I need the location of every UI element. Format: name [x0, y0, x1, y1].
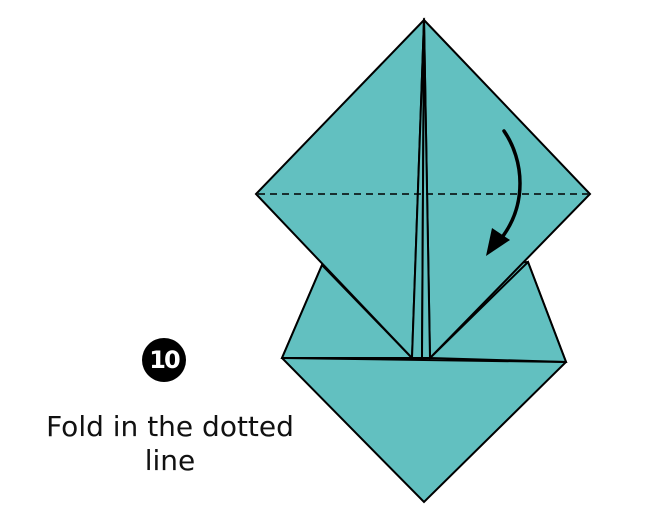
- fold-arrowhead-icon: [486, 228, 510, 256]
- flap-base-line: [281, 357, 567, 363]
- center-right-sliver: [420, 19, 432, 359]
- step-number-badge: 10: [142, 338, 186, 382]
- fold-arrow-icon: [498, 129, 522, 242]
- right-lower-flap: [427, 260, 568, 364]
- step-instruction: Fold in the dotted line: [46, 410, 294, 477]
